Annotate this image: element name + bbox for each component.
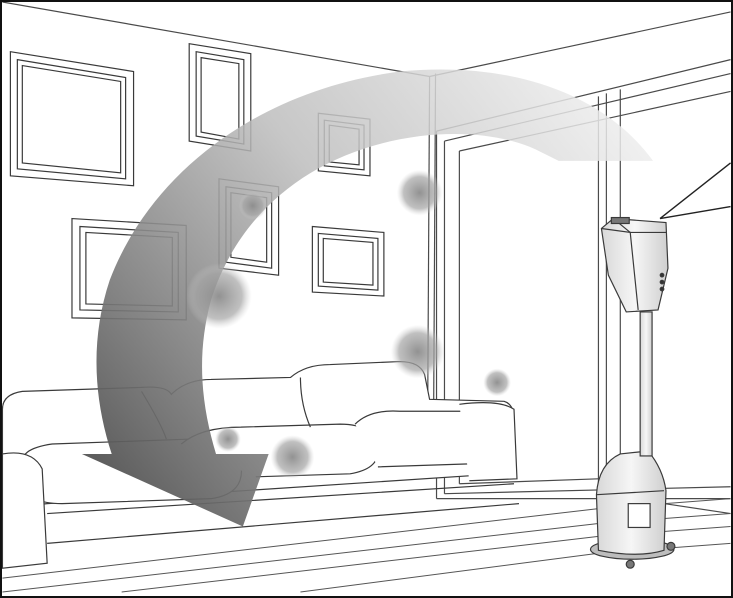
picture-frame [312, 226, 384, 296]
airborne-particle-icon [239, 192, 267, 220]
airborne-particle-icon [397, 170, 443, 216]
sofa-arm [2, 453, 47, 568]
airborne-particle-icon [391, 325, 445, 379]
sofa-arm [459, 403, 517, 481]
callout-pointer-icon [660, 163, 731, 219]
airborne-particle-icon [483, 369, 511, 397]
airborne-particle-icon [186, 263, 252, 329]
floor-standing-air-purifier-icon [590, 218, 674, 569]
airborne-particle-icon [271, 435, 315, 479]
airborne-particle-icon [215, 426, 241, 452]
picture-frame [10, 52, 133, 186]
